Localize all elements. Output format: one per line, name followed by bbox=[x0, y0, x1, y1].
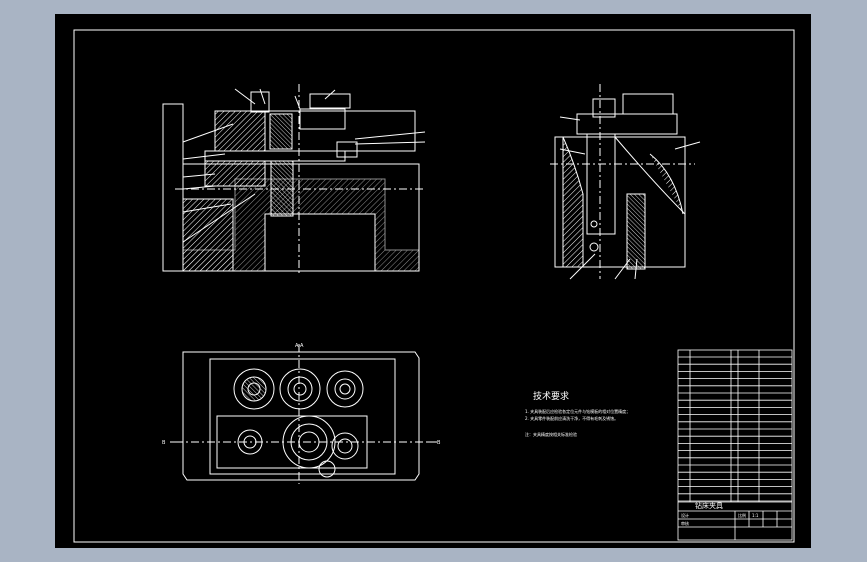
cad-drawing-canvas: 技术要求 1. 夹具装配后应检验各定位元件与钻模板的相对位置精度； 2. 夹具零… bbox=[73, 29, 795, 543]
top-view bbox=[170, 344, 437, 484]
drawing-title: 钻床夹具 bbox=[695, 501, 723, 510]
front-view bbox=[162, 84, 426, 276]
scale-label: 比例 bbox=[738, 512, 746, 518]
drawing-sheet: 技术要求 1. 夹具装配后应检验各定位元件与钻模板的相对位置精度； 2. 夹具零… bbox=[55, 14, 811, 548]
tech-req-note: 注：夹具精度按相关标准检验 bbox=[525, 431, 577, 437]
reviewer-label: 审核 bbox=[681, 520, 689, 526]
parts-list-table bbox=[677, 349, 793, 541]
tech-req-line-2: 2. 夹具零件装配前应清洗干净，不得有毛刺及锈蚀。 bbox=[525, 415, 618, 421]
side-view bbox=[550, 84, 701, 280]
inner-border bbox=[73, 29, 795, 543]
tech-req-heading: 技术要求 bbox=[533, 390, 569, 402]
section-label-b-left: B bbox=[162, 440, 166, 446]
section-label-a: A-A bbox=[295, 343, 304, 349]
section-label-b-right: B bbox=[437, 440, 441, 446]
scale-value: 1:1 bbox=[752, 513, 759, 518]
technical-requirements: 技术要求 1. 夹具装配后应检验各定位元件与钻模板的相对位置精度； 2. 夹具零… bbox=[525, 390, 630, 437]
designer-label: 设计 bbox=[681, 512, 689, 518]
tech-req-line-1: 1. 夹具装配后应检验各定位元件与钻模板的相对位置精度； bbox=[525, 408, 630, 414]
